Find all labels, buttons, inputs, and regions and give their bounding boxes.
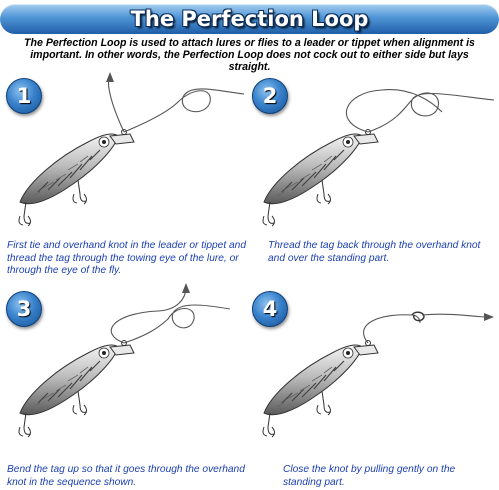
tag-line <box>110 286 187 344</box>
step-1-badge: 1 <box>6 78 42 114</box>
lure-illustration <box>262 339 379 438</box>
step-1-number: 1 <box>16 84 32 108</box>
step-1-caption: First tie and overhand knot in the leade… <box>7 240 246 276</box>
page-title: The Perfection Loop <box>130 7 369 31</box>
step-1-illustration <box>18 72 245 227</box>
step-4-caption: Close the knot by pulling gently on the … <box>283 464 456 488</box>
standing-line <box>421 313 485 318</box>
step-2-number: 2 <box>262 84 278 108</box>
step-3-badge: 3 <box>6 291 42 327</box>
step-2-badge: 2 <box>252 78 288 114</box>
arrow-icon <box>484 313 494 321</box>
leader-line <box>123 88 245 133</box>
arrow-icon <box>182 283 190 293</box>
tag-line <box>107 75 125 133</box>
step-2-caption: Thread the tag back through the overhand… <box>268 240 481 264</box>
step-4-number: 4 <box>262 297 278 321</box>
step-3-illustration <box>18 283 231 438</box>
step-4-illustration <box>262 311 494 438</box>
tag-line <box>346 89 443 133</box>
arrow-icon <box>106 72 114 82</box>
lure-illustration <box>262 128 379 227</box>
lure-illustration <box>18 128 135 227</box>
lure-illustration <box>18 339 135 438</box>
leader-line <box>123 304 231 344</box>
intro-text: The Perfection Loop is used to attach lu… <box>24 37 475 73</box>
leader-line <box>367 92 495 133</box>
loop-line <box>363 314 421 344</box>
title-banner: The Perfection Loop <box>0 4 499 34</box>
knot-icon <box>411 311 425 322</box>
step-3-number: 3 <box>16 297 32 321</box>
step-4-badge: 4 <box>252 291 288 327</box>
step-2-illustration <box>262 89 495 227</box>
step-3-caption: Bend the tag up so that it goes through … <box>7 464 245 488</box>
